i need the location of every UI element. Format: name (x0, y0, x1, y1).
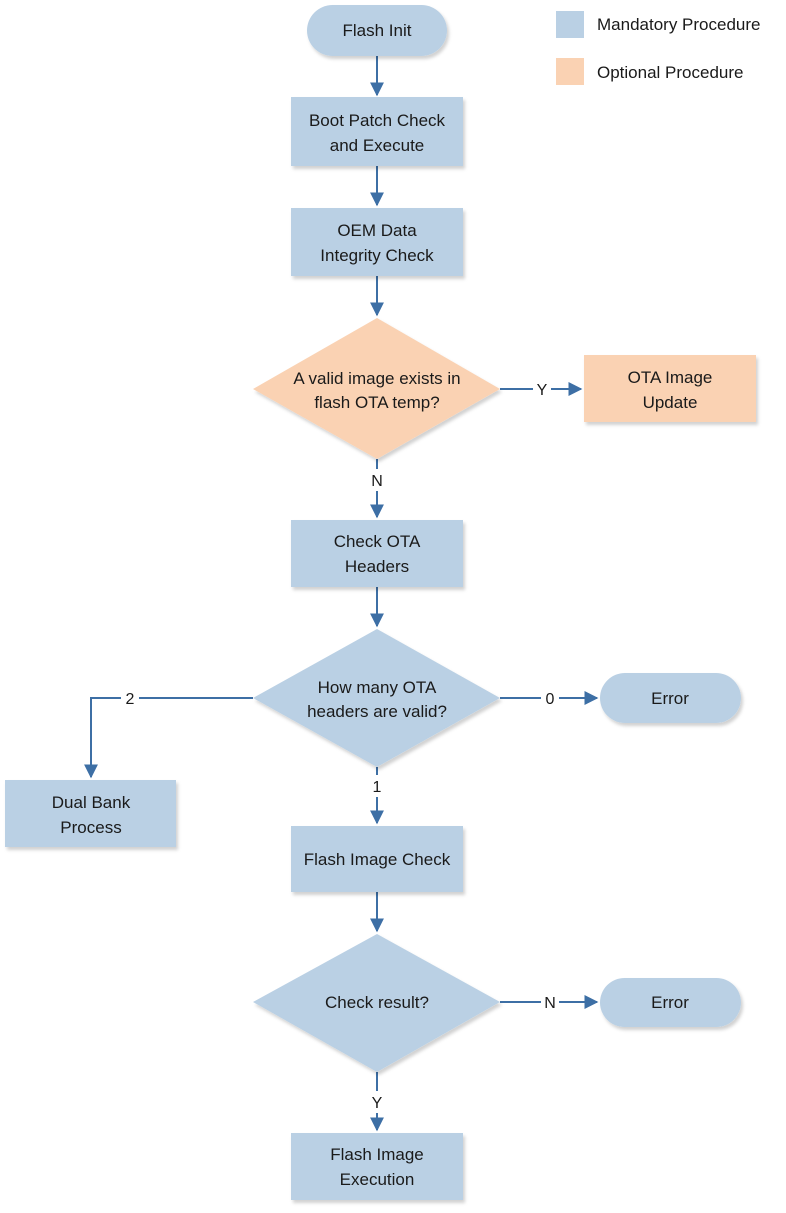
decision-how-many-line-1: How many OTA (318, 678, 437, 697)
edge-label-yes-ota: Y (537, 382, 548, 399)
edge-label-headers-two: 2 (126, 691, 135, 708)
node-check-headers: Check OTA Headers (291, 520, 463, 587)
node-dual-bank-line-2: Process (60, 818, 121, 837)
decision-check-result: Check result? (253, 934, 500, 1072)
node-boot-patch-line-1: Boot Patch Check (309, 111, 446, 130)
legend-mandatory-swatch (556, 11, 584, 38)
node-boot-patch: Boot Patch Check and Execute (291, 97, 463, 166)
decision-how-many: How many OTA headers are valid? (253, 629, 500, 767)
edge-label-headers-one: 1 (373, 779, 382, 796)
node-oem-check-line-1: OEM Data (337, 221, 417, 240)
legend-optional-label: Optional Procedure (597, 63, 743, 82)
node-flash-exec-line-2: Execution (340, 1170, 415, 1189)
node-flash-exec: Flash Image Execution (291, 1133, 463, 1200)
decision-valid-image-line-1: A valid image exists in (293, 369, 460, 388)
decision-valid-image-line-2: flash OTA temp? (314, 393, 439, 412)
node-ota-update: OTA Image Update (584, 355, 756, 422)
legend-optional-swatch (556, 58, 584, 85)
node-boot-patch-line-2: and Execute (330, 136, 425, 155)
node-error-result-label: Error (651, 993, 689, 1012)
node-ota-update-line-1: OTA Image (628, 368, 713, 387)
node-error-result: Error (600, 978, 741, 1027)
node-ota-update-line-2: Update (643, 393, 698, 412)
legend: Mandatory Procedure Optional Procedure (556, 11, 760, 85)
legend-mandatory-label: Mandatory Procedure (597, 15, 760, 34)
node-dual-bank: Dual Bank Process (5, 780, 176, 847)
decision-check-result-label: Check result? (325, 993, 429, 1012)
node-flash-check-label: Flash Image Check (304, 850, 451, 869)
node-oem-check-line-2: Integrity Check (320, 246, 434, 265)
node-flash-check: Flash Image Check (291, 826, 463, 892)
node-error-headers-label: Error (651, 689, 689, 708)
edge-label-result-yes: Y (372, 1095, 383, 1112)
node-check-headers-line-1: Check OTA (334, 532, 421, 551)
node-flash-init-label: Flash Init (343, 21, 412, 40)
node-check-headers-line-2: Headers (345, 557, 409, 576)
edge-label-result-no: N (544, 995, 556, 1012)
node-flash-exec-line-1: Flash Image (330, 1145, 424, 1164)
node-dual-bank-line-1: Dual Bank (52, 793, 131, 812)
edge-label-headers-zero: 0 (546, 691, 555, 708)
decision-how-many-line-2: headers are valid? (307, 702, 447, 721)
decision-valid-image: A valid image exists in flash OTA temp? (253, 318, 500, 459)
node-flash-init: Flash Init (307, 5, 447, 56)
node-error-headers: Error (600, 673, 741, 723)
node-oem-check: OEM Data Integrity Check (291, 208, 463, 276)
arrow-how-many-to-dual-bank (84, 697, 253, 779)
edge-label-no-ota: N (371, 473, 383, 490)
edge-labels: Y N 2 0 1 N Y (121, 378, 559, 1113)
